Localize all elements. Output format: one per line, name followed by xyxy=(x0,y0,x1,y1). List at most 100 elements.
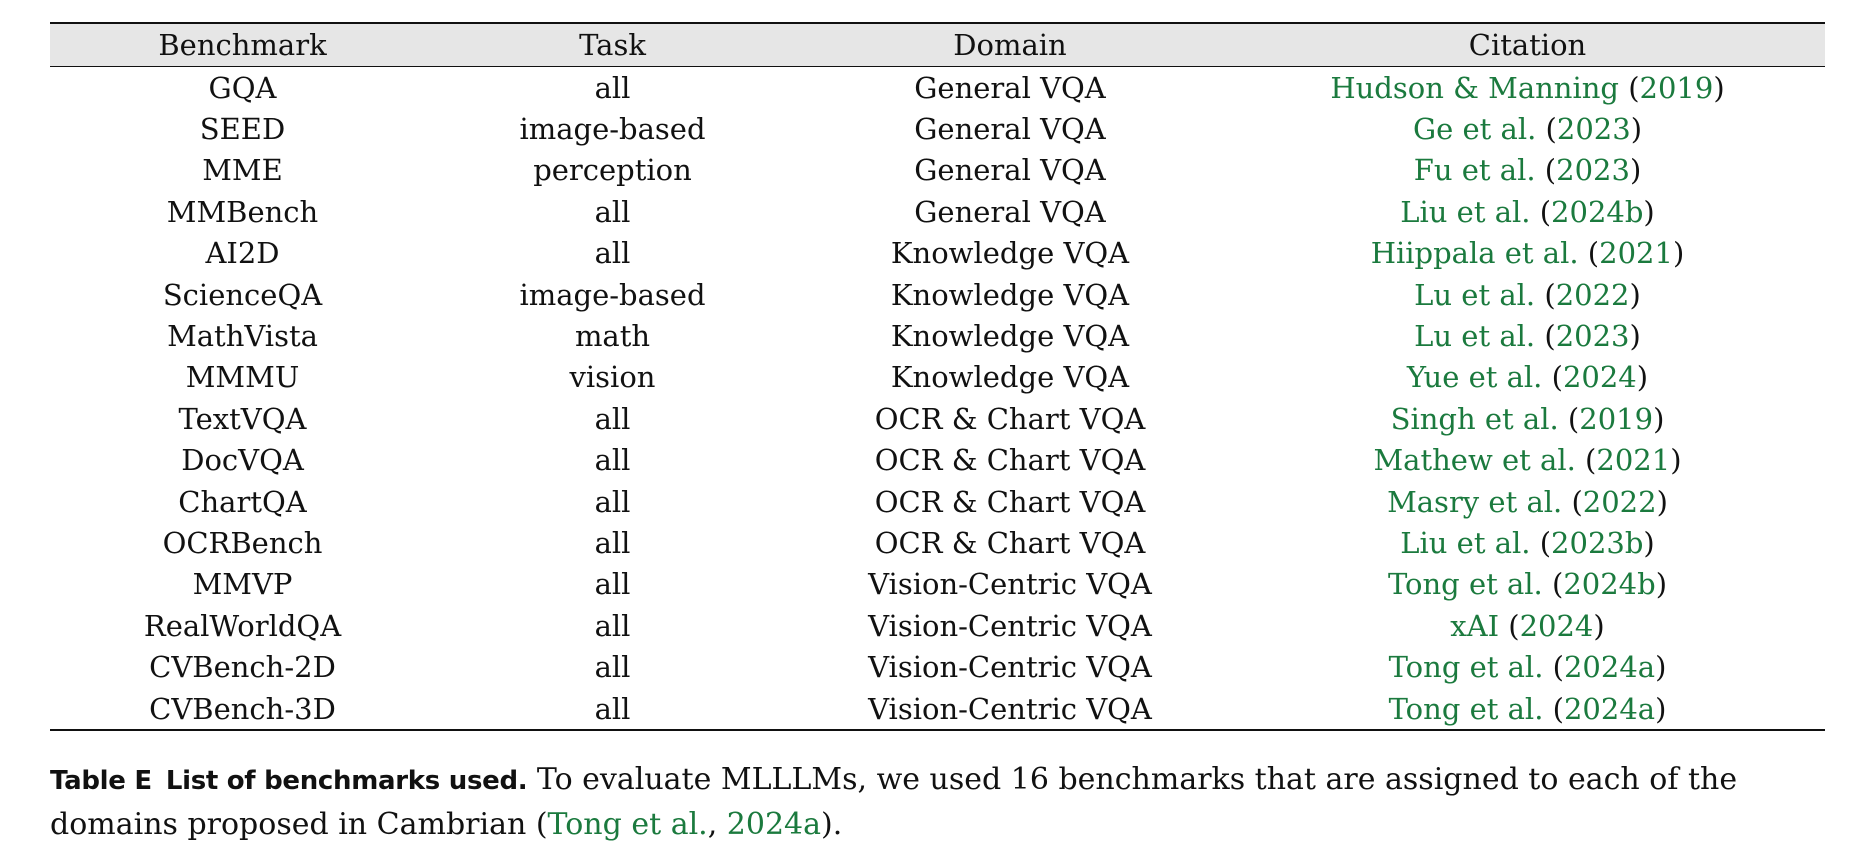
open-paren: ( xyxy=(1530,194,1552,229)
cell-domain: Vision-Centric VQA xyxy=(790,687,1230,732)
cell-benchmark: DocVQA xyxy=(181,443,304,478)
cell-benchmark: TextVQA xyxy=(178,401,307,436)
cell-citation: Singh et al. (2019) xyxy=(1230,398,1825,439)
citation-year-link[interactable]: 2024b xyxy=(1551,194,1644,229)
cell-task: all xyxy=(594,484,631,519)
citation-author-link[interactable]: Masry et al. xyxy=(1387,484,1563,519)
open-paren: ( xyxy=(1535,319,1556,354)
citation-author-link[interactable]: Tong et al. xyxy=(1387,567,1543,602)
cell-task: all xyxy=(594,443,631,478)
citation-author-link[interactable]: Lu et al. xyxy=(1414,319,1536,354)
cell-domain: Knowledge VQA xyxy=(890,277,1130,312)
citation-author-link[interactable]: Ge et al. xyxy=(1412,112,1537,147)
citation-year-link[interactable]: 2022 xyxy=(1555,277,1630,312)
cell-citation: Lu et al. (2022) xyxy=(1230,274,1825,315)
citation-author-link[interactable]: Hiippala et al. xyxy=(1370,236,1579,271)
cell-task: all xyxy=(594,525,631,560)
cell-benchmark: ChartQA xyxy=(178,484,307,519)
cell-citation: Tong et al. (2024b) xyxy=(1230,564,1825,605)
cell-benchmark: MMVP xyxy=(192,567,293,602)
citation-author-link[interactable]: Lu et al. xyxy=(1414,277,1536,312)
cell-benchmark: MME xyxy=(202,153,283,188)
citation-year-link[interactable]: 2023b xyxy=(1551,525,1644,560)
cell-task: perception xyxy=(533,153,692,188)
citation-year-link[interactable]: 2023 xyxy=(1556,112,1631,147)
cell-benchmark: GQA xyxy=(208,70,277,105)
cell-benchmark: MMMU xyxy=(185,360,300,395)
cell-domain: General VQA xyxy=(914,112,1106,147)
citation-year-link[interactable]: 2023 xyxy=(1556,153,1630,188)
cell-task: all xyxy=(594,608,631,643)
citation-year-link[interactable]: 2024 xyxy=(1562,360,1637,395)
cell-task: all xyxy=(594,650,631,685)
open-paren: ( xyxy=(1499,608,1520,643)
open-paren: ( xyxy=(1536,112,1557,147)
citation-year-link[interactable]: 2024a xyxy=(1563,650,1656,685)
close-paren: ) xyxy=(1643,525,1655,560)
citation-year-link[interactable]: 2024b xyxy=(1563,567,1656,602)
cell-domain: Knowledge VQA xyxy=(890,319,1130,354)
cell-task: all xyxy=(594,194,631,229)
citation-author-link[interactable]: xAI xyxy=(1450,608,1500,643)
cell-task: all xyxy=(594,70,631,105)
cell-citation: Masry et al. (2022) xyxy=(1230,481,1825,522)
open-paren: ( xyxy=(1618,70,1640,105)
cell-benchmark: AI2D xyxy=(205,236,280,271)
citation-year-link[interactable]: 2019 xyxy=(1579,401,1654,436)
cell-task: all xyxy=(435,687,790,732)
cell-domain: Vision-Centric VQA xyxy=(868,650,1152,685)
close-paren: ) xyxy=(1655,567,1668,602)
close-paren: ) xyxy=(1713,70,1725,105)
close-paren: ) xyxy=(1655,691,1667,726)
citation-year-link[interactable]: 2024 xyxy=(1519,608,1594,643)
open-paren: ( xyxy=(1542,360,1563,395)
citation-year-link[interactable]: 2022 xyxy=(1582,484,1657,519)
citation-year-link[interactable]: 2021 xyxy=(1599,236,1673,271)
cell-citation: Hudson & Manning (2019) xyxy=(1230,67,1825,109)
citation-author-link[interactable]: Liu et al. xyxy=(1400,194,1531,229)
close-paren: ) xyxy=(1670,443,1682,478)
cell-benchmark: CVBench-3D xyxy=(50,687,435,732)
caption-title: List of benchmarks used. xyxy=(165,766,528,796)
citation-author-link[interactable]: Liu et al. xyxy=(1400,525,1531,560)
citation-author-link[interactable]: Tong et al. xyxy=(1388,691,1544,726)
cell-citation: Liu et al. (2023b) xyxy=(1230,522,1825,563)
cell-citation: Mathew et al. (2021) xyxy=(1230,440,1825,481)
cell-benchmark: SEED xyxy=(199,112,286,147)
caption-citation-link[interactable]: Tong et al., 2024a xyxy=(547,807,822,842)
cell-citation: Hiippala et al. (2021) xyxy=(1230,233,1825,274)
citation-year-link[interactable]: 2019 xyxy=(1639,70,1714,105)
citation-author-link[interactable]: Yue et al. xyxy=(1406,360,1543,395)
open-paren: ( xyxy=(1558,401,1580,436)
header-citation: Citation xyxy=(1230,22,1825,67)
citation-author-link[interactable]: Mathew et al. xyxy=(1373,443,1576,478)
cell-domain: OCR & Chart VQA xyxy=(874,401,1146,436)
citation-author-link[interactable]: Singh et al. xyxy=(1390,401,1559,436)
open-paren: ( xyxy=(1543,650,1564,685)
citation-year-link[interactable]: 2021 xyxy=(1596,443,1671,478)
cell-domain: Vision-Centric VQA xyxy=(868,567,1152,602)
citation-year-link[interactable]: 2023 xyxy=(1555,319,1630,354)
cell-benchmark: ScienceQA xyxy=(162,277,323,312)
open-paren: ( xyxy=(1543,691,1564,726)
open-paren: ( xyxy=(1535,277,1556,312)
citation-author-link[interactable]: Hudson & Manning xyxy=(1330,70,1619,105)
citation-author-link[interactable]: Tong et al. xyxy=(1388,650,1544,685)
cell-citation: Lu et al. (2023) xyxy=(1230,315,1825,356)
header-task: Task xyxy=(435,22,790,67)
citation-author-link[interactable]: Fu et al. xyxy=(1413,153,1536,188)
citation-year-link[interactable]: 2024a xyxy=(1563,691,1656,726)
